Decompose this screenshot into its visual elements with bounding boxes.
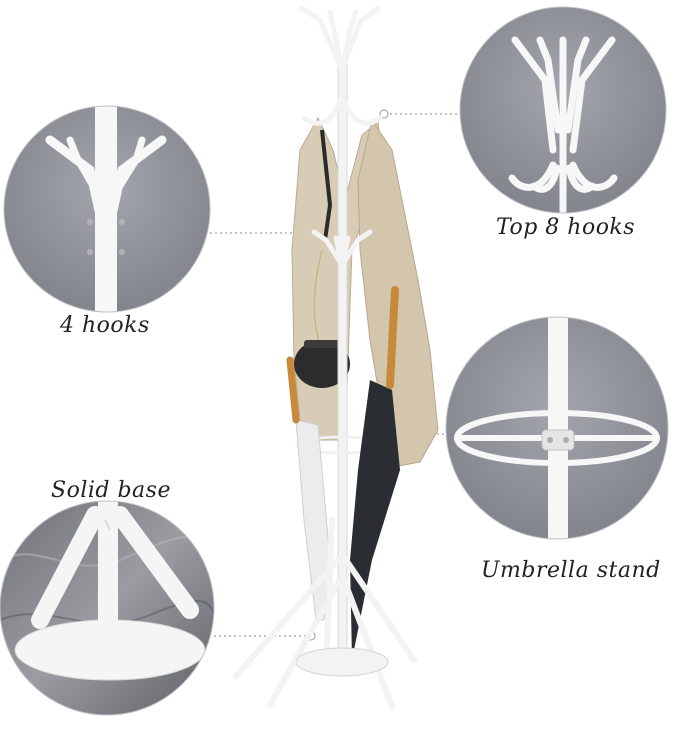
rack-pole — [337, 59, 348, 661]
coat-rack — [233, 5, 439, 709]
caption-solid-base: Solid base — [51, 478, 171, 503]
detail-four-hooks — [3, 105, 211, 313]
detail-solid-base — [0, 500, 215, 716]
leader-dot-top — [379, 109, 389, 119]
detail-top-hooks — [459, 6, 667, 214]
light-umbrella — [295, 419, 331, 621]
caption-four-hooks: 4 hooks — [60, 313, 150, 338]
rack-base-tray — [295, 647, 389, 677]
caption-umbrella-stand: Umbrella stand — [481, 558, 661, 583]
dark-umbrella — [350, 380, 400, 660]
detail-umbrella-stand — [445, 316, 669, 540]
handbag — [294, 340, 350, 388]
caption-top-hooks: Top 8 hooks — [496, 215, 636, 240]
